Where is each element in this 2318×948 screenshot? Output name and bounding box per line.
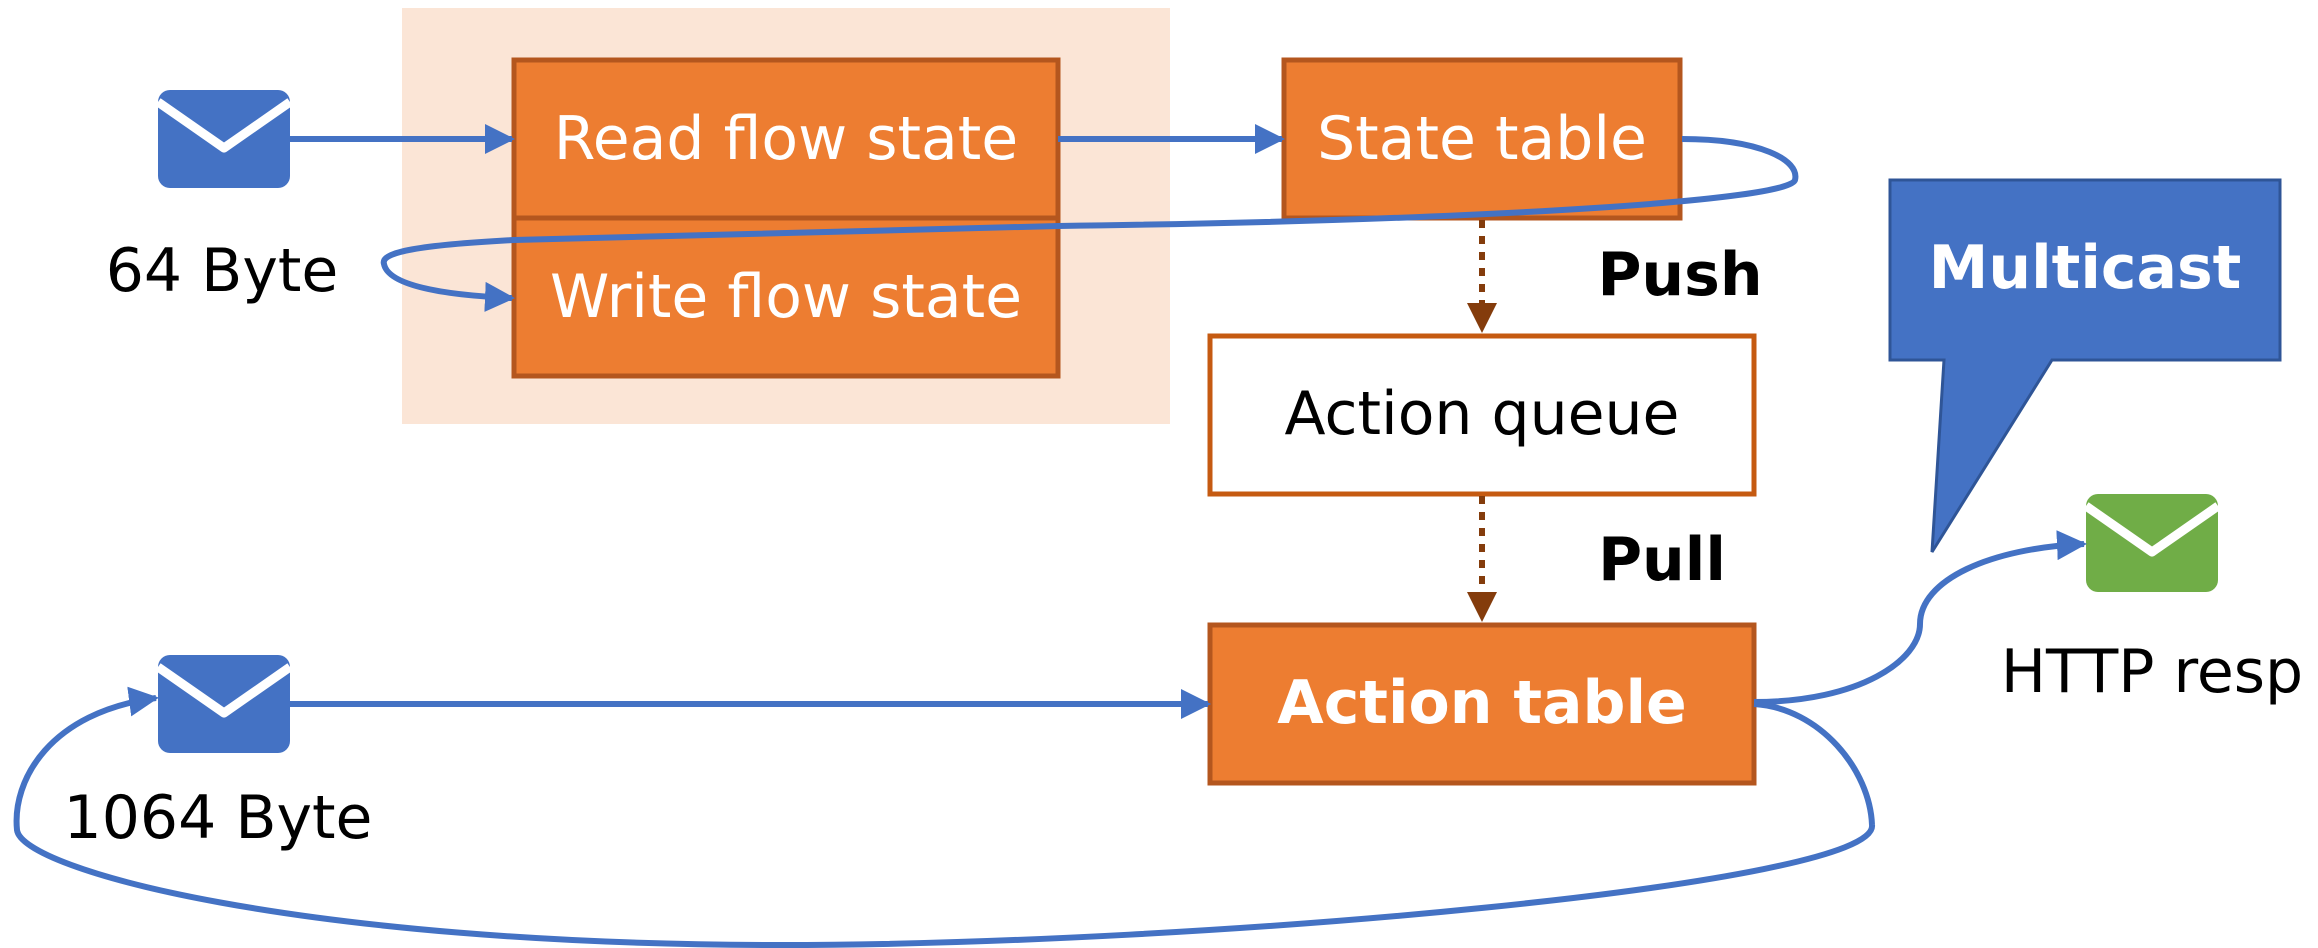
envelope-icon — [155, 90, 293, 188]
arrow-recirculation-loop — [13, 686, 1875, 948]
envelope-icon — [2083, 494, 2221, 592]
action-queue-box: Action queue — [1207, 333, 1757, 497]
action-queue-label: Action queue — [1285, 379, 1680, 449]
action-table-label: Action table — [1277, 668, 1686, 738]
arrow-state-table-loop-to-write — [380, 136, 1799, 312]
push-label: Push — [1597, 240, 1762, 310]
multicast-callout: Multicast — [1888, 178, 2282, 553]
write-flow-state-box: Write flow state — [511, 215, 1061, 379]
state-table-box: State table — [1281, 57, 1683, 221]
http-resp-label: HTTP resp — [2001, 637, 2303, 707]
read-flow-state-label: Read flow state — [554, 104, 1018, 174]
action-table-box: Action table — [1207, 622, 1757, 786]
packet-small-label: 64 Byte — [106, 236, 339, 306]
envelope-icon — [155, 655, 293, 753]
arrow-action-table-to-http — [1753, 530, 2087, 705]
write-flow-state-label: Write flow state — [550, 262, 1022, 332]
state-table-label: State table — [1317, 104, 1647, 174]
multicast-label: Multicast — [1929, 233, 2242, 303]
read-flow-state-box: Read flow state — [511, 57, 1061, 221]
packet-large-label: 1064 Byte — [64, 783, 373, 853]
pull-label: Pull — [1598, 525, 1726, 595]
